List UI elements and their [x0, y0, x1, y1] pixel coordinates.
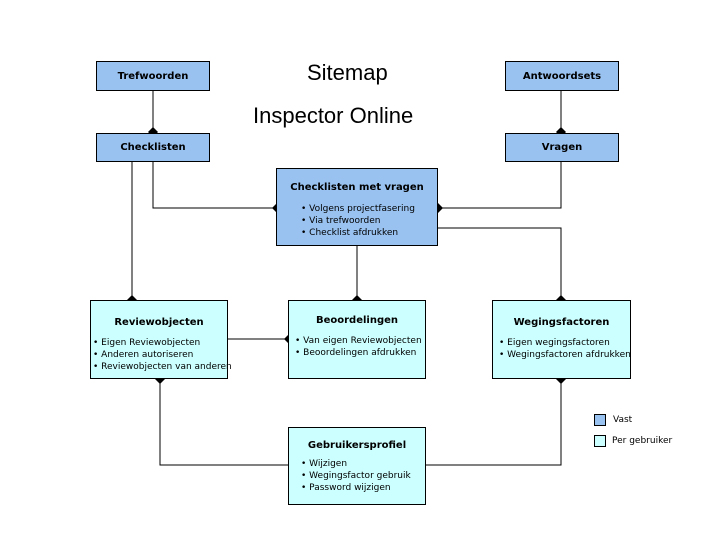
node-beoordelingen[interactable]: Beoordelingen Van eigen Reviewobjecten B…: [288, 300, 426, 379]
node-checklisten-met-vragen[interactable]: Checklisten met vragen Volgens projectfa…: [276, 168, 438, 246]
node-wegingsfactoren[interactable]: Wegingsfactoren Eigen wegingsfactoren We…: [492, 300, 631, 379]
node-title: Vragen: [541, 142, 583, 153]
node-title: Wegingsfactoren: [513, 317, 610, 328]
node-items: Eigen wegingsfactoren Wegingsfactoren af…: [499, 337, 631, 361]
list-item: Eigen Reviewobjecten: [93, 337, 227, 349]
node-reviewobjecten[interactable]: Reviewobjecten Eigen Reviewobjecten Ande…: [90, 300, 232, 379]
legend-swatch-per-gebruiker: [594, 435, 606, 447]
page-title: Sitemap: [307, 60, 388, 85]
node-trefwoorden[interactable]: Trefwoorden: [96, 61, 210, 91]
node-items: Volgens projectfasering Via trefwoorden …: [301, 203, 437, 239]
node-items: Van eigen Reviewobjecten Beoordelingen a…: [295, 335, 425, 359]
node-title: Gebruikersprofiel: [307, 440, 407, 451]
connector-wegingsfactoren-gebruikersprofiel: [426, 379, 562, 466]
node-items: Eigen Reviewobjecten Anderen autoriseren…: [93, 337, 232, 373]
node-title: Checklisten: [120, 142, 186, 153]
list-item: Anderen autoriseren: [93, 349, 227, 361]
legend-label-per-gebruiker: Per gebruiker: [612, 436, 673, 446]
list-item: Volgens projectfasering: [301, 203, 437, 215]
node-title: Checklisten met vragen: [290, 182, 424, 193]
node-title: Reviewobjecten: [114, 317, 204, 328]
legend-swatch-vast: [594, 414, 606, 426]
list-item: Wijzigen: [301, 458, 425, 470]
connector-checklisten-cmv: [152, 162, 277, 209]
list-item: Reviewobjecten van anderen: [93, 361, 232, 373]
node-checklisten[interactable]: Checklisten: [96, 133, 210, 162]
page-subtitle: Inspector Online: [253, 103, 414, 128]
list-item: Wegingsfactor gebruik: [301, 470, 425, 482]
connector-cmv-wegingsfactoren: [438, 227, 562, 300]
node-vragen[interactable]: Vragen: [505, 133, 619, 162]
list-item: Wegingsfactoren afdrukken: [499, 349, 631, 361]
list-item: Via trefwoorden: [301, 215, 437, 227]
list-item: Van eigen Reviewobjecten: [295, 335, 425, 347]
node-antwoordsets[interactable]: Antwoordsets: [505, 61, 619, 91]
connector-reviewobjecten-gebruikersprofiel: [159, 379, 289, 466]
list-item: Password wijzigen: [301, 482, 425, 494]
list-item: Beoordelingen afdrukken: [295, 347, 425, 359]
node-title: Beoordelingen: [315, 315, 399, 326]
node-title: Trefwoorden: [117, 70, 189, 82]
list-item: Checklist afdrukken: [301, 227, 437, 239]
legend-label-vast: Vast: [613, 415, 633, 425]
connector-vragen-cmv: [438, 162, 562, 209]
node-title: Antwoordsets: [522, 70, 602, 82]
node-gebruikersprofiel[interactable]: Gebruikersprofiel Wijzigen Wegingsfactor…: [288, 427, 426, 505]
node-items: Wijzigen Wegingsfactor gebruik Password …: [301, 458, 425, 494]
list-item: Eigen wegingsfactoren: [499, 337, 630, 349]
